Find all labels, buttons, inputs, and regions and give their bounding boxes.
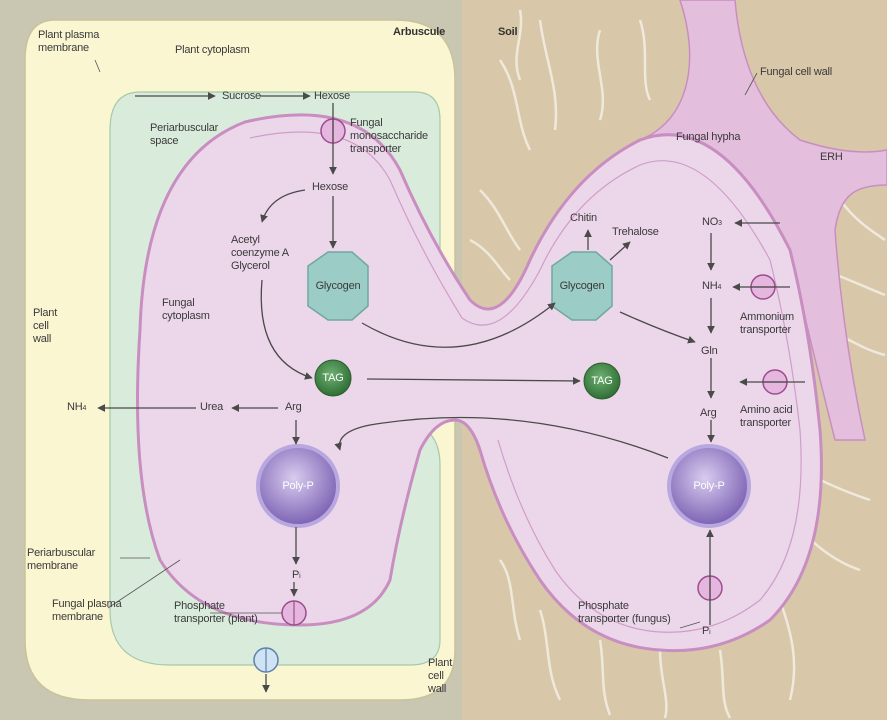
hexose-top-label: Hexose	[314, 90, 350, 103]
phosphate-transporter-plant-label: Phosphate transporter (plant)	[174, 600, 258, 626]
gln-label: Gln	[701, 345, 718, 358]
no3-label: NO3	[702, 216, 722, 230]
tag-right-label: TAG	[584, 375, 620, 388]
periarbuscular-membrane-label: Periarbuscular membrane	[27, 547, 95, 573]
sucrose-label: Sucrose	[222, 90, 261, 103]
fungal-cytoplasm-label: Fungal cytoplasm	[162, 297, 210, 323]
amino-acid-transporter-label: Amino acid transporter	[740, 404, 792, 430]
phosphate-transporter-fungus-label: Phosphate transporter (fungus)	[578, 600, 671, 626]
arg-right-label: Arg	[700, 407, 717, 420]
plant-cytoplasm-label: Plant cytoplasm	[175, 44, 250, 57]
fungal-hypha-label: Fungal hypha	[676, 131, 740, 144]
pi-right-label: Pi	[702, 625, 711, 639]
plant-plasma-membrane-label: Plant plasma membrane	[38, 29, 99, 55]
phosphate-fungal-membrane-transporter-icon	[282, 601, 306, 625]
periarbuscular-space-label: Periarbuscular space	[150, 122, 218, 148]
erh-label: ERH	[820, 151, 843, 164]
ammonium-transporter-label: Ammonium transporter	[740, 311, 794, 337]
arbuscule-header: Arbuscule	[393, 26, 445, 39]
tag-left-label: TAG	[315, 372, 351, 385]
urea-label: Urea	[200, 401, 223, 414]
pi-left-label: Pi	[292, 569, 301, 583]
trehalose-label: Trehalose	[612, 226, 659, 239]
chitin-label: Chitin	[570, 212, 597, 225]
plant-cell-wall-bottom-label: Plant cell wall	[428, 657, 452, 696]
glycogen-right-label: Glycogen	[552, 280, 612, 293]
plant-cell-wall-left-label: Plant cell wall	[33, 307, 57, 346]
nh4-left-label: NH4	[67, 401, 86, 415]
nh4-right-label: NH4	[702, 280, 721, 294]
phosphate-transporter-plant-icon	[254, 648, 278, 672]
polyp-left-label: Poly-P	[268, 480, 328, 493]
hexose-mid-label: Hexose	[312, 181, 348, 194]
soil-header: Soil	[498, 26, 517, 39]
acetyl-coenzyme-label: Acetyl coenzyme A Glycerol	[231, 234, 289, 273]
glycogen-left-label: Glycogen	[308, 280, 368, 293]
polyp-right-label: Poly-P	[679, 480, 739, 493]
monosaccharide-transporter-label: Fungal monosaccharide transporter	[350, 117, 428, 156]
fungal-plasma-membrane-label: Fungal plasma membrane	[52, 598, 122, 624]
fungal-cell-wall-label: Fungal cell wall	[760, 66, 832, 79]
arg-left-label: Arg	[285, 401, 302, 414]
